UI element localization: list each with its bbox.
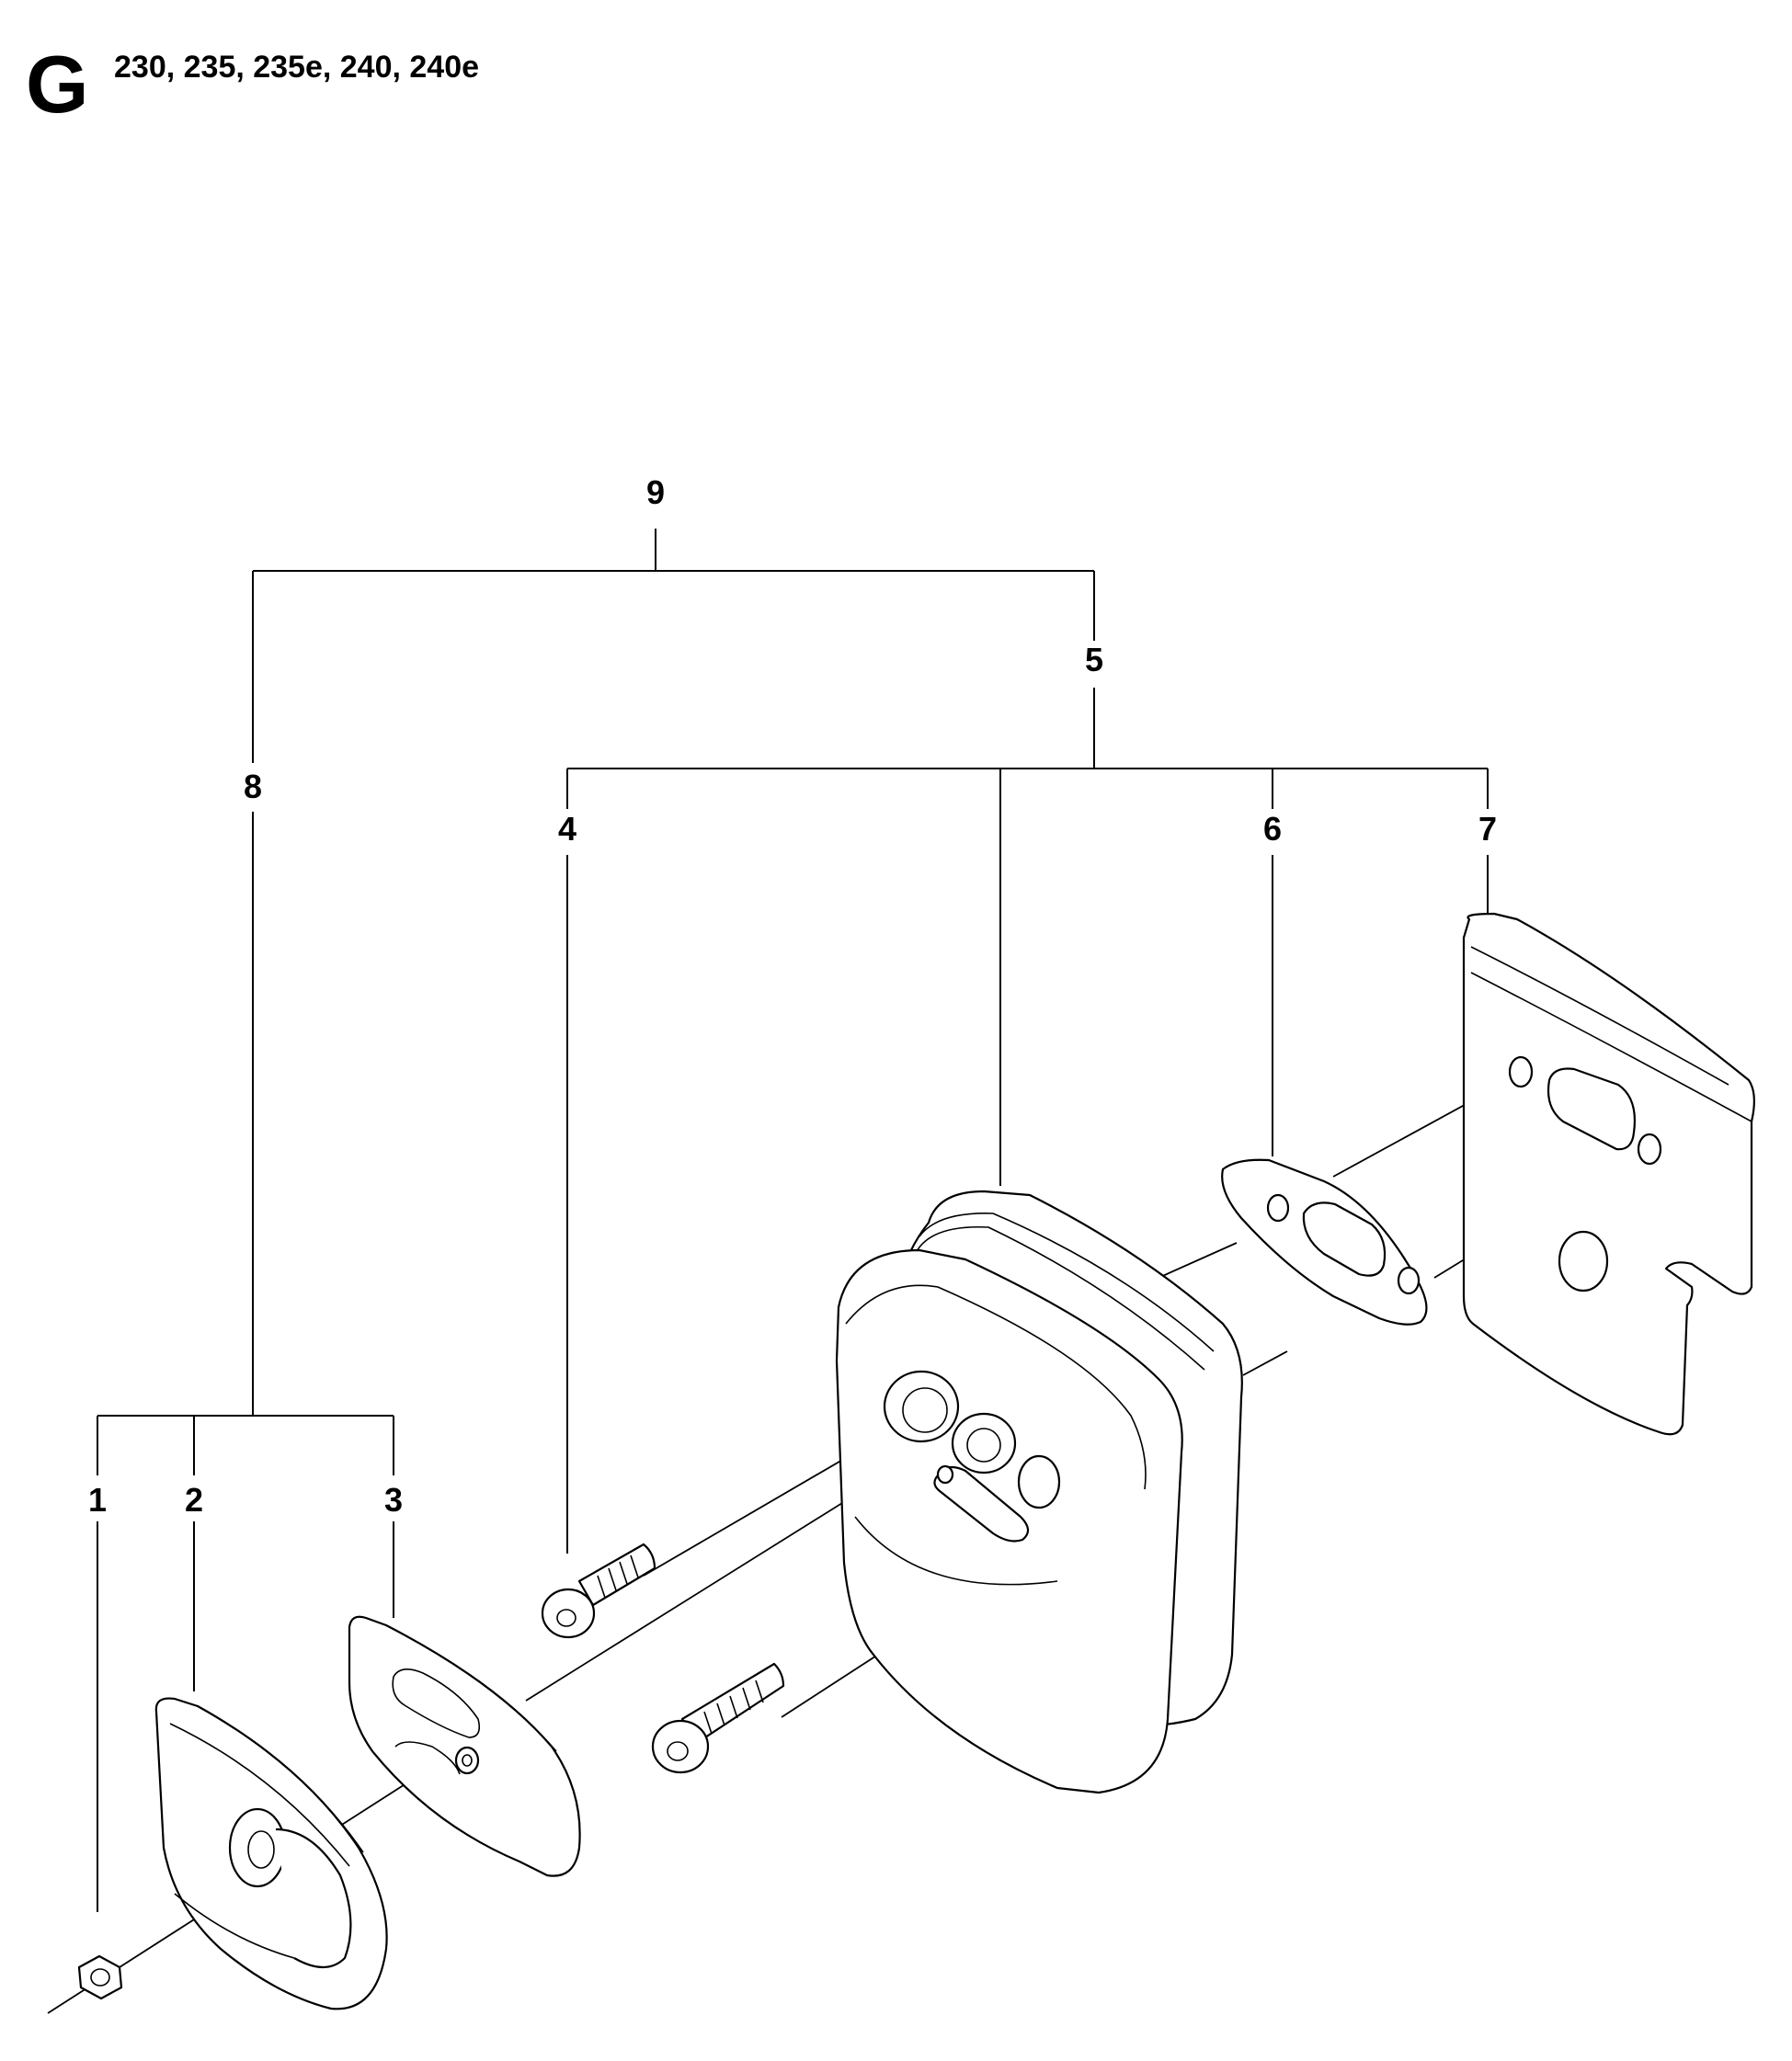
part-6-gasket [1221, 1158, 1428, 1326]
callout-8: 8 [244, 768, 262, 805]
part-3-plate [348, 1615, 581, 1877]
callout-3: 3 [384, 1481, 403, 1519]
callout-labels: 9 5 8 4 6 7 1 2 3 [88, 473, 1497, 1519]
part-2-cover [154, 1697, 388, 2010]
leader-lines [97, 529, 1489, 1912]
section-letter: G [26, 39, 89, 130]
callout-5: 5 [1085, 641, 1103, 678]
part-1-nut [77, 1954, 123, 2000]
part-4-screws [541, 1543, 785, 1774]
callout-1: 1 [88, 1481, 107, 1519]
callout-2: 2 [185, 1481, 203, 1519]
part-7-heat-shield [1462, 912, 1755, 1436]
callout-7: 7 [1478, 810, 1497, 848]
callout-9: 9 [646, 473, 665, 511]
part-5-muffler [835, 1190, 1243, 1794]
callout-6: 6 [1263, 810, 1282, 848]
callout-4: 4 [558, 810, 576, 848]
model-list: 230, 235, 235e, 240, 240e [114, 50, 480, 85]
